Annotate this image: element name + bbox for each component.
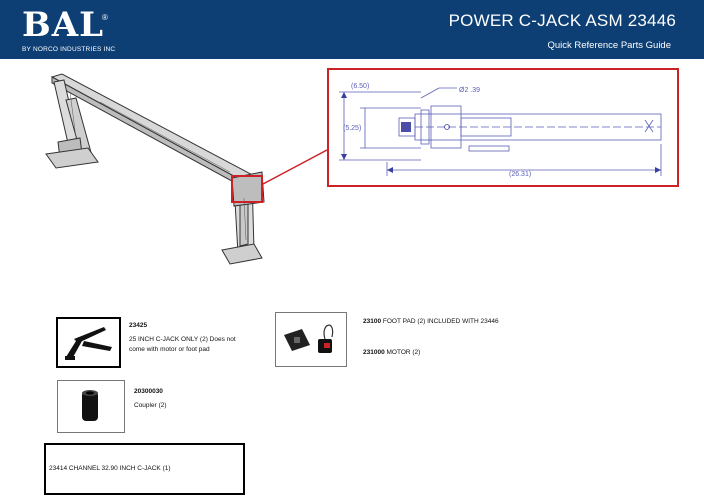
dimension-left-label: (5.25) [343,125,361,132]
part-23425-description: 25 INCH C-JACK ONLY (2) Does not [129,336,236,343]
part-23100-description: FOOT PAD (2) INCLUDED WITH 23446 [382,318,499,325]
dimension-hole-label: Ø2 .39 [459,87,480,94]
part-number-23100: 23100 [363,318,382,325]
dimension-length-label: (26.31) [509,171,531,178]
header-banner: BAL ® BY NORCO INDUSTRIES INC POWER C-JA… [0,0,704,59]
logo-mark: BAL [22,5,105,45]
part-number-23414: 23414 [49,465,68,472]
c-jack-icon [65,327,112,360]
dimension-drawing: (6.50) Ø2 .39 (5.25) (26.31) [339,83,662,178]
part-20300030-description: Coupler (2) [134,402,167,409]
part-20300030-text: 20300030 Coupler (2) [134,387,254,411]
part-231000-description: MOTOR (2) [386,349,421,356]
coupler-icon [82,390,98,421]
part-image-box-foot-pad-motor [275,312,347,367]
dimension-top-label: (6.50) [351,83,369,90]
callout-highlight-box [231,175,263,203]
part-image-box-coupler [57,380,125,433]
logo-subtext: BY NORCO INDUSTRIES INC [22,46,116,53]
part-231000-text: 231000 MOTOR (2) [363,348,503,358]
part-number-23425: 23425 [129,322,148,329]
part-number-20300030: 20300030 [134,388,163,395]
bal-logo: BAL ® BY NORCO INDUSTRIES INC [22,7,132,55]
page-title: POWER C-JACK ASM 23446 [448,11,676,30]
part-box-channel [44,443,245,495]
part-23100-text: 23100 FOOT PAD (2) INCLUDED WITH 23446 [363,317,563,327]
part-23425-text: 23425 25 INCH C-JACK ONLY (2) Does not c… [129,321,279,355]
foot-pad-motor-icon [284,324,334,353]
part-23414-description: CHANNEL 32.90 INCH C-JACK (1) [68,465,171,472]
page-subtitle: Quick Reference Parts Guide [547,40,671,51]
logo-registered-mark: ® [102,13,108,22]
c-jack-frame-drawing [45,73,265,265]
part-image-box-c-jack [56,317,121,368]
part-number-231000: 231000 [363,349,385,356]
part-23414-text: 23414 CHANNEL 32.90 INCH C-JACK (1) [49,464,239,474]
part-23425-description-line2: come with motor or foot pad [129,346,210,353]
dimension-detail-panel: (6.50) Ø2 .39 (5.25) (26.31) [327,68,679,187]
